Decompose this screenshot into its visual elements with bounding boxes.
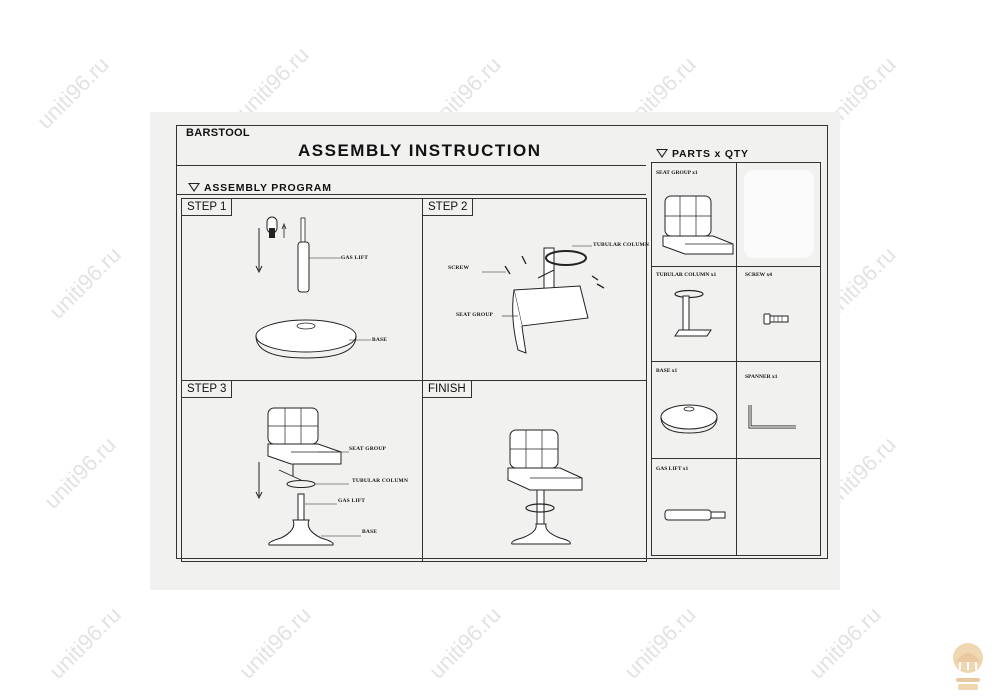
- label-base: BASE: [362, 529, 378, 535]
- parts-row-divider: [651, 361, 821, 362]
- document-title: ASSEMBLY INSTRUCTION: [298, 141, 542, 160]
- gas-lift-icon: [664, 509, 726, 521]
- step-tag: FINISH: [423, 381, 472, 398]
- parts-row-divider: [651, 266, 821, 267]
- assembly-program-text: ASSEMBLY PROGRAM: [204, 182, 332, 194]
- triangle-marker-icon: [188, 183, 200, 192]
- label-screw: SCREW: [448, 265, 470, 271]
- watermark: uniti96.ru: [424, 601, 506, 684]
- label-gas-lift: GAS LIFT: [341, 255, 369, 261]
- watermark: uniti96.ru: [32, 51, 114, 134]
- part-label-seat-group: SEAT GROUP x1: [656, 170, 698, 176]
- label-tubular-column: TUBULAR COLUMN: [593, 242, 650, 248]
- part-label-tubular-column: TUBULAR COLUMN x1: [656, 272, 717, 278]
- tubular-column-icon: [674, 289, 712, 337]
- watermark: uniti96.ru: [44, 241, 126, 324]
- screw-icon: [763, 313, 789, 325]
- seat-group-icon: [662, 195, 734, 255]
- finished-barstool-icon: [507, 429, 583, 545]
- label-gas-lift: GAS LIFT: [338, 498, 366, 504]
- label-base: BASE: [372, 337, 388, 343]
- product-label: BARSTOOL: [186, 127, 250, 139]
- step-3-diagram-icon: [255, 407, 361, 546]
- document-frame: [176, 125, 828, 559]
- step-2-diagram-icon: [482, 245, 605, 354]
- watermark: uniti96.ru: [619, 601, 701, 684]
- step-tag: STEP 2: [423, 199, 474, 216]
- base-disc-icon: [660, 404, 718, 434]
- part-label-spanner: SPANNER x1: [745, 374, 778, 380]
- parts-heading: PARTS x QTY: [656, 148, 749, 160]
- triangle-marker-icon: [656, 149, 668, 158]
- header-rule: [176, 165, 646, 166]
- part-label-base: BASE x1: [656, 368, 678, 374]
- finish-panel: FINISH: [422, 380, 647, 562]
- part-label-gas-lift: GAS LIFT x1: [656, 466, 689, 472]
- parts-row-divider: [651, 458, 821, 459]
- blank-cell-patch: [744, 170, 814, 258]
- label-tubular-column: TUBULAR COLUMN: [352, 478, 409, 484]
- step-tag: STEP 3: [182, 381, 233, 398]
- brand-logo-icon: [953, 643, 983, 690]
- watermark: uniti96.ru: [234, 601, 316, 684]
- parts-grid-divider: [736, 162, 737, 556]
- part-label-screw: SCREW x4: [745, 272, 772, 278]
- watermark: uniti96.ru: [39, 431, 121, 514]
- label-seat-group: SEAT GROUP: [456, 312, 494, 318]
- step-1-diagram-icon: [255, 216, 371, 359]
- assembly-program-heading: ASSEMBLY PROGRAM: [188, 182, 332, 194]
- watermark: uniti96.ru: [804, 601, 886, 684]
- step-3-panel: STEP 3: [181, 380, 423, 562]
- watermark: uniti96.ru: [44, 601, 126, 684]
- label-seat-group: SEAT GROUP: [349, 446, 387, 452]
- spanner-icon: [748, 405, 796, 429]
- step-tag: STEP 1: [182, 199, 233, 216]
- parts-heading-text: PARTS x QTY: [672, 148, 749, 160]
- program-rule: [176, 194, 646, 195]
